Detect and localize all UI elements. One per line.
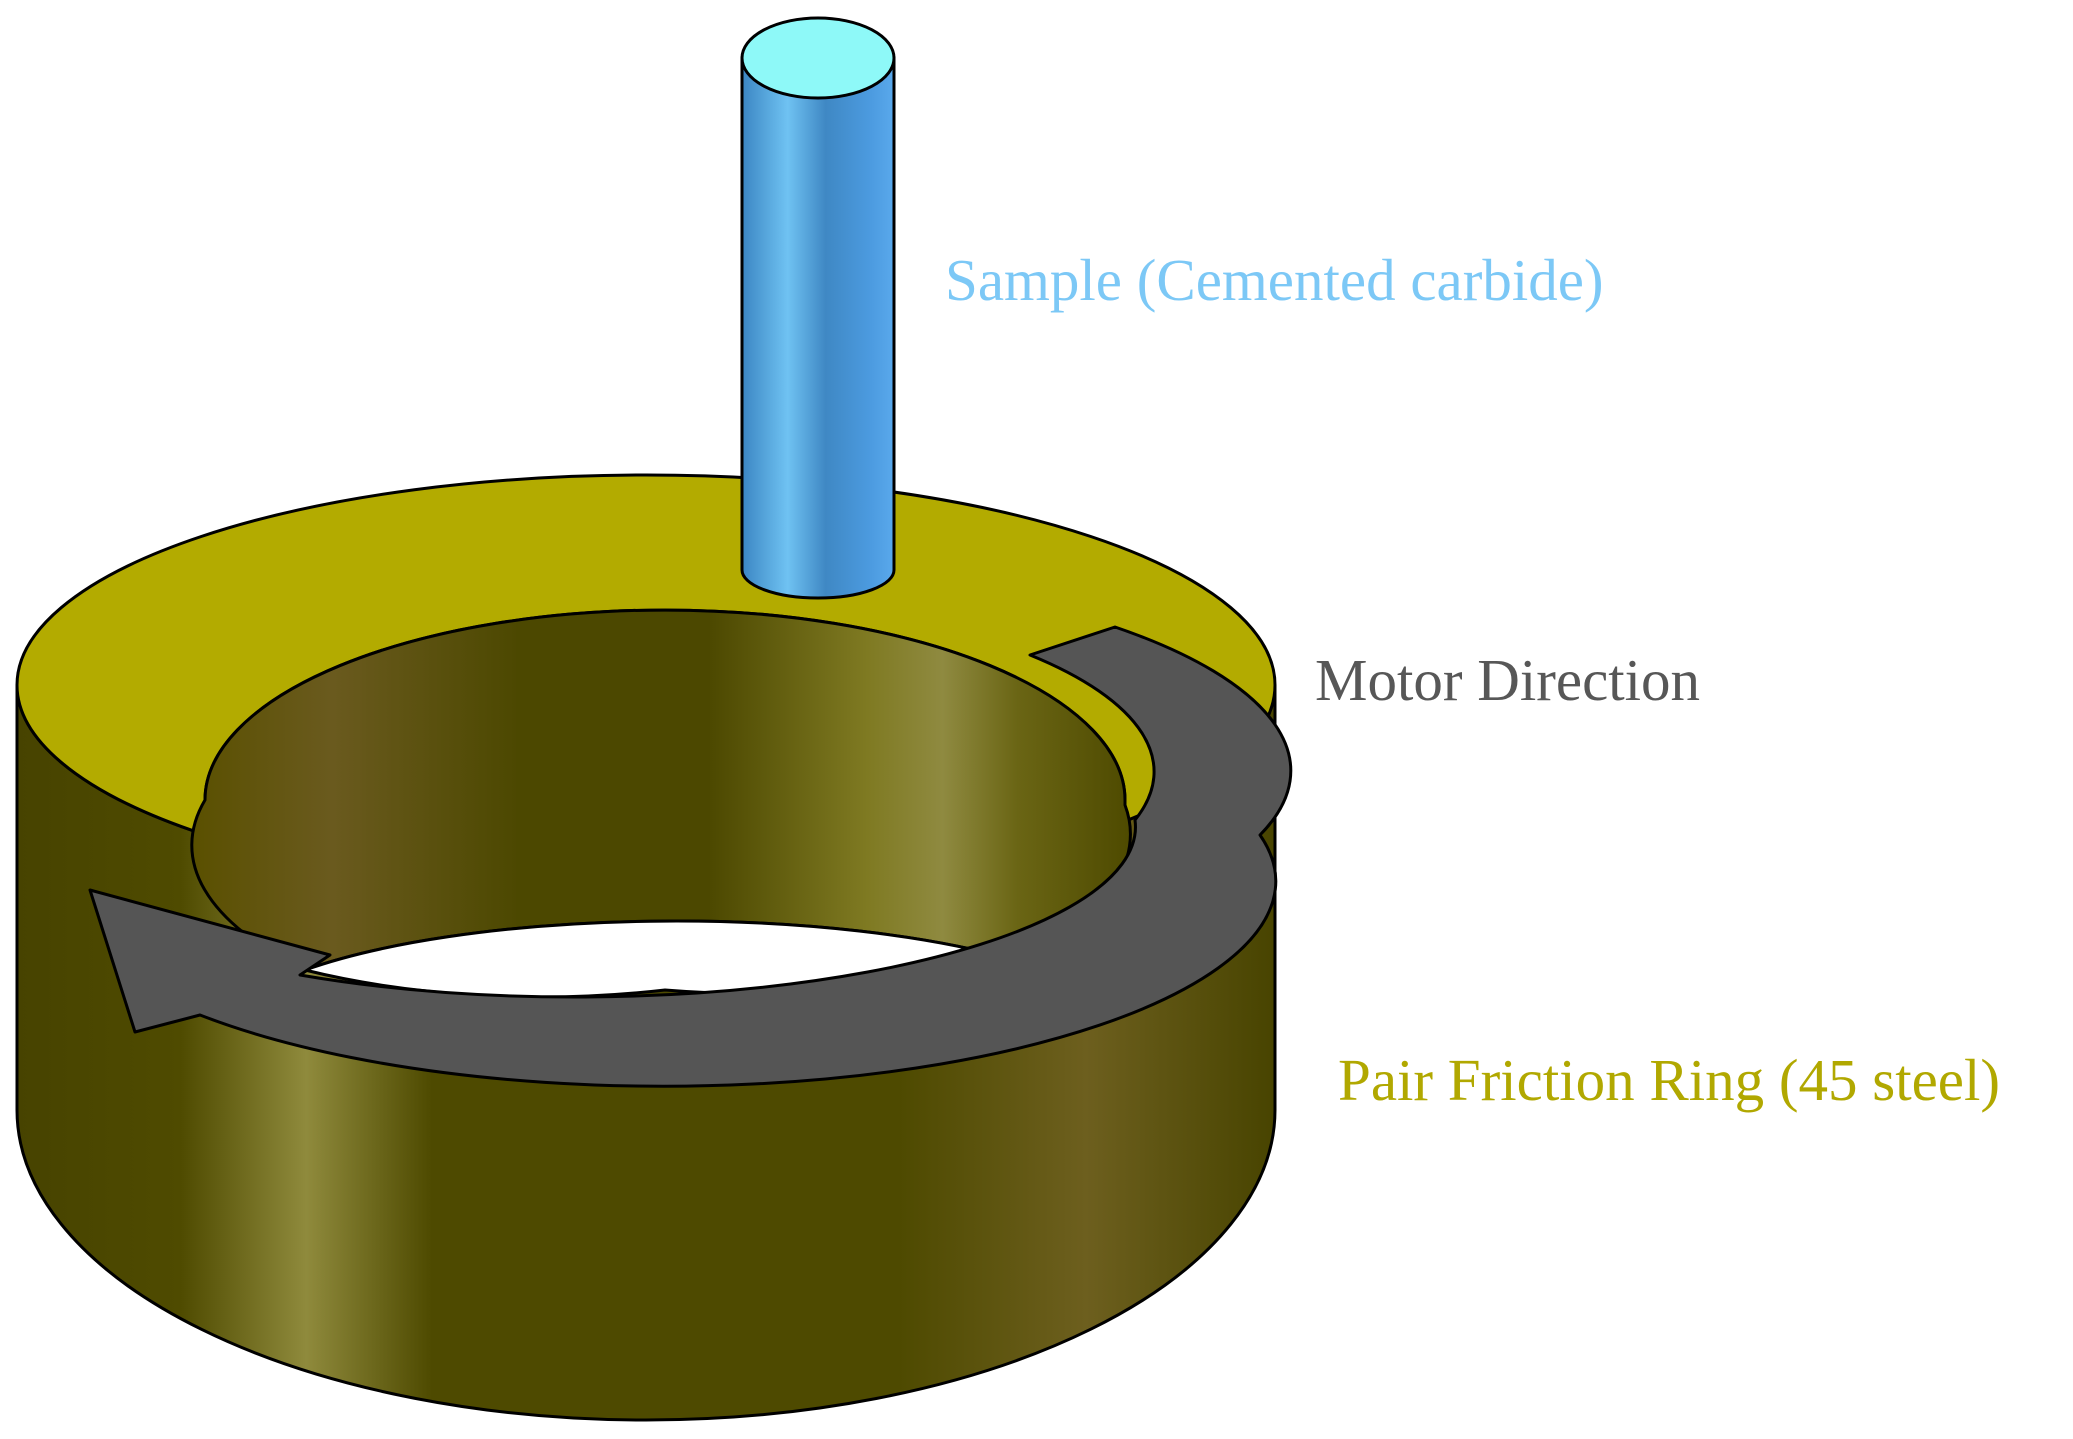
sample-cylinder-top — [740, 16, 896, 100]
direction-arrow — [88, 625, 1293, 1088]
ring-label: Pair Friction Ring (45 steel) — [1338, 1047, 2000, 1113]
curved-arrow-icon — [88, 625, 1293, 1088]
motor-direction-label: Motor Direction — [1315, 647, 1700, 713]
cylinder-icon — [740, 16, 896, 600]
sample-label: Sample (Cemented carbide) — [945, 247, 1604, 313]
sample-cylinder-body — [740, 56, 896, 600]
